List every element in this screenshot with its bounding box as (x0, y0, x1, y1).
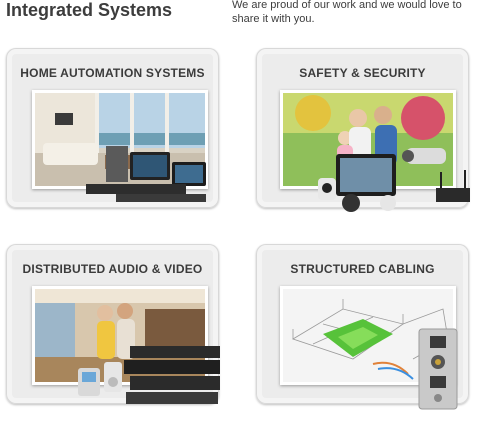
card-safety-security[interactable]: SAFETY & SECURITY (256, 48, 470, 212)
safety-security-photo (280, 90, 456, 189)
page-title: Integrated Systems (6, 0, 173, 20)
wall-plate-image (418, 328, 458, 410)
intro-text: We are proud of our work and we would lo… (232, 0, 462, 25)
card-home-automation[interactable]: HOME AUTOMATION SYSTEMS (6, 48, 219, 208)
card-structured-cabling[interactable]: STRUCTURED CABLING (256, 244, 469, 410)
card-label: HOME AUTOMATION SYSTEMS (20, 66, 205, 80)
security-cameras-image (318, 148, 470, 212)
card-label: STRUCTURED CABLING (290, 262, 435, 276)
touchpanel-devices-image (86, 146, 206, 202)
card-label: SAFETY & SECURITY (299, 66, 426, 80)
audio-receivers-image (78, 346, 220, 404)
card-label: DISTRIBUTED AUDIO & VIDEO (22, 262, 203, 276)
card-distributed-audio-video[interactable]: DISTRIBUTED AUDIO & VIDEO (6, 244, 220, 404)
